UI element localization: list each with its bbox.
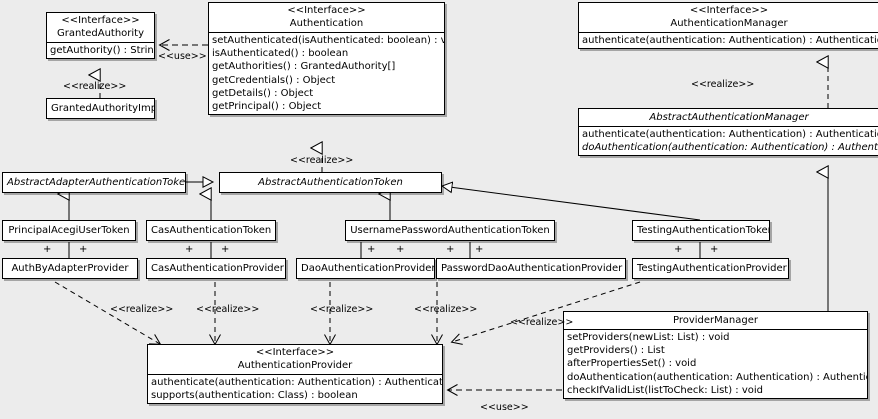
edge-label-use-provider-manager: <<use>> xyxy=(480,402,529,413)
class-name: GrantedAuthority xyxy=(56,28,145,39)
class-header: AbstractAuthenticationManager xyxy=(579,109,878,126)
operations-compartment: setProviders(newList: List) : void getPr… xyxy=(564,330,867,398)
multiplicity-marker: + xyxy=(185,244,194,255)
multiplicity-marker: + xyxy=(475,244,484,255)
class-principal-acegi-user-token[interactable]: PrincipalAcegiUserToken xyxy=(2,220,136,241)
operation: authenticate(authentication: Authenticat… xyxy=(582,129,878,140)
class-name: CasAuthenticationProvider xyxy=(151,263,284,274)
class-header: ProviderManager xyxy=(564,312,867,329)
edge-label-realize-testing-provider: <<realize>> xyxy=(510,317,574,328)
operation: getDetails() : Object xyxy=(212,87,314,99)
class-testing-authentication-token[interactable]: TestingAuthenticationToken xyxy=(632,220,770,241)
multiplicity-marker: + xyxy=(674,244,683,255)
class-name: PasswordDaoAuthenticationProvider xyxy=(441,263,623,274)
class-header: <<Interface>> AuthenticationProvider xyxy=(148,345,442,374)
class-header: <<Interface>> Authentication xyxy=(209,3,444,32)
class-name: AbstractAdapterAuthenticationToken xyxy=(7,177,186,188)
class-name: GrantedAuthorityImpl xyxy=(51,103,155,114)
class-name: UsernamePasswordAuthenticationToken xyxy=(350,225,550,236)
operation: setProviders(newList: List) : void xyxy=(567,332,730,343)
edge-label-realize-granted-authority-impl: <<realize>> xyxy=(63,81,127,92)
class-name: Authentication xyxy=(289,18,364,29)
class-header: <<Interface>> AuthenticationManager xyxy=(579,3,878,32)
class-name: AuthByAdapterProvider xyxy=(11,263,129,274)
divider xyxy=(47,42,154,43)
class-granted-authority-impl[interactable]: GrantedAuthorityImpl xyxy=(46,98,155,119)
class-authentication[interactable]: <<Interface>> Authentication setAuthenti… xyxy=(208,2,445,116)
class-username-password-authentication-token[interactable]: UsernamePasswordAuthenticationToken xyxy=(345,220,555,241)
edge-label-use-granted-authority: <<use>> xyxy=(158,51,207,62)
class-name: CasAuthenticationToken xyxy=(151,225,272,236)
class-name: PrincipalAcegiUserToken xyxy=(8,225,130,236)
class-provider-manager[interactable]: ProviderManager setProviders(newList: Li… xyxy=(563,311,868,400)
class-cas-authentication-provider[interactable]: CasAuthenticationProvider xyxy=(146,258,286,279)
operation: afterPropertiesSet() : void xyxy=(567,358,697,370)
class-abstract-authentication-token[interactable]: AbstractAuthenticationToken xyxy=(219,172,442,193)
operation: getCredentials() : Object xyxy=(212,74,336,86)
edge-label-realize-auth-by-adapter: <<realize>> xyxy=(110,304,174,315)
class-authentication-provider[interactable]: <<Interface>> AuthenticationProvider aut… xyxy=(147,344,443,405)
class-name: AuthenticationManager xyxy=(670,18,788,29)
class-name: TestingAuthenticationToken xyxy=(637,225,770,236)
stereotype-label: <<Interface>> xyxy=(689,5,769,16)
edge-label-realize-abstract-authentication-manager: <<realize>> xyxy=(691,79,755,90)
operations-compartment: setAuthenticated(isAuthenticated: boolea… xyxy=(209,33,444,114)
stereotype-label: <<Interface>> xyxy=(61,15,140,26)
class-header: <<Interface>> GrantedAuthority xyxy=(47,13,154,42)
class-name: AbstractAuthenticationToken xyxy=(258,177,403,188)
multiplicity-marker: + xyxy=(396,244,405,255)
operation: authenticate(authentication: Authenticat… xyxy=(582,35,878,46)
multiplicity-marker: + xyxy=(367,244,376,255)
multiplicity-marker: + xyxy=(446,244,455,255)
operation: checkIfValidList(listToCheck: List) : vo… xyxy=(567,384,764,396)
operation: getAuthorities() : GrantedAuthority[] xyxy=(212,61,396,73)
divider xyxy=(148,374,442,375)
multiplicity-marker: + xyxy=(710,244,719,255)
class-name: TestingAuthenticationProvider xyxy=(637,263,787,274)
multiplicity-marker: + xyxy=(43,244,52,255)
class-auth-by-adapter-provider[interactable]: AuthByAdapterProvider xyxy=(2,258,138,279)
divider xyxy=(209,32,444,33)
operation: doAuthentication(authentication: Authent… xyxy=(567,371,868,383)
class-cas-authentication-token[interactable]: CasAuthenticationToken xyxy=(146,220,276,241)
stereotype-label: <<Interface>> xyxy=(287,5,366,16)
operations-compartment: authenticate(authentication: Authenticat… xyxy=(579,127,878,155)
operation: isAuthenticated() : boolean xyxy=(212,48,349,60)
multiplicity-marker: + xyxy=(79,244,88,255)
divider xyxy=(579,32,878,33)
class-name: AuthenticationProvider xyxy=(237,360,353,371)
class-abstract-adapter-authentication-token[interactable]: AbstractAdapterAuthenticationToken xyxy=(2,172,186,193)
edge-label-realize-password-dao-provider: <<realize>> xyxy=(414,304,478,315)
operation: authenticate(authentication: Authenticat… xyxy=(151,377,443,388)
operation: setAuthenticated(isAuthenticated: boolea… xyxy=(212,35,445,46)
operations-compartment: authenticate(authentication: Authenticat… xyxy=(148,375,442,403)
class-name: DaoAuthenticationProvider xyxy=(301,263,435,274)
divider xyxy=(564,329,867,330)
class-name: ProviderManager xyxy=(672,315,758,326)
class-password-dao-authentication-provider[interactable]: PasswordDaoAuthenticationProvider xyxy=(436,258,626,279)
edge-label-realize-dao-provider: <<realize>> xyxy=(310,304,374,315)
operation: doAuthentication(authentication: Authent… xyxy=(582,142,878,154)
operation: getProviders() : List xyxy=(567,345,665,357)
class-granted-authority[interactable]: <<Interface>> GrantedAuthority getAuthor… xyxy=(46,12,155,60)
class-dao-authentication-provider[interactable]: DaoAuthenticationProvider xyxy=(296,258,435,279)
edge-label-realize-abstract-authentication-token: <<realize>> xyxy=(290,155,354,166)
operation: getAuthority() : String xyxy=(50,45,155,56)
stereotype-label: <<Interface>> xyxy=(255,347,335,358)
divider xyxy=(579,126,878,127)
operation: supports(authentication: Class) : boolea… xyxy=(151,390,358,402)
operation: getPrincipal() : Object xyxy=(212,101,322,113)
multiplicity-marker: + xyxy=(221,244,230,255)
class-name: AbstractAuthenticationManager xyxy=(649,112,809,123)
class-testing-authentication-provider[interactable]: TestingAuthenticationProvider xyxy=(632,258,789,279)
class-authentication-manager[interactable]: <<Interface>> AuthenticationManager auth… xyxy=(578,2,878,50)
class-abstract-authentication-manager[interactable]: AbstractAuthenticationManager authentica… xyxy=(578,108,878,157)
operations-compartment: authenticate(authentication: Authenticat… xyxy=(579,33,878,48)
edge-label-realize-cas-provider: <<realize>> xyxy=(196,304,260,315)
operations-compartment: getAuthority() : String xyxy=(47,43,154,58)
